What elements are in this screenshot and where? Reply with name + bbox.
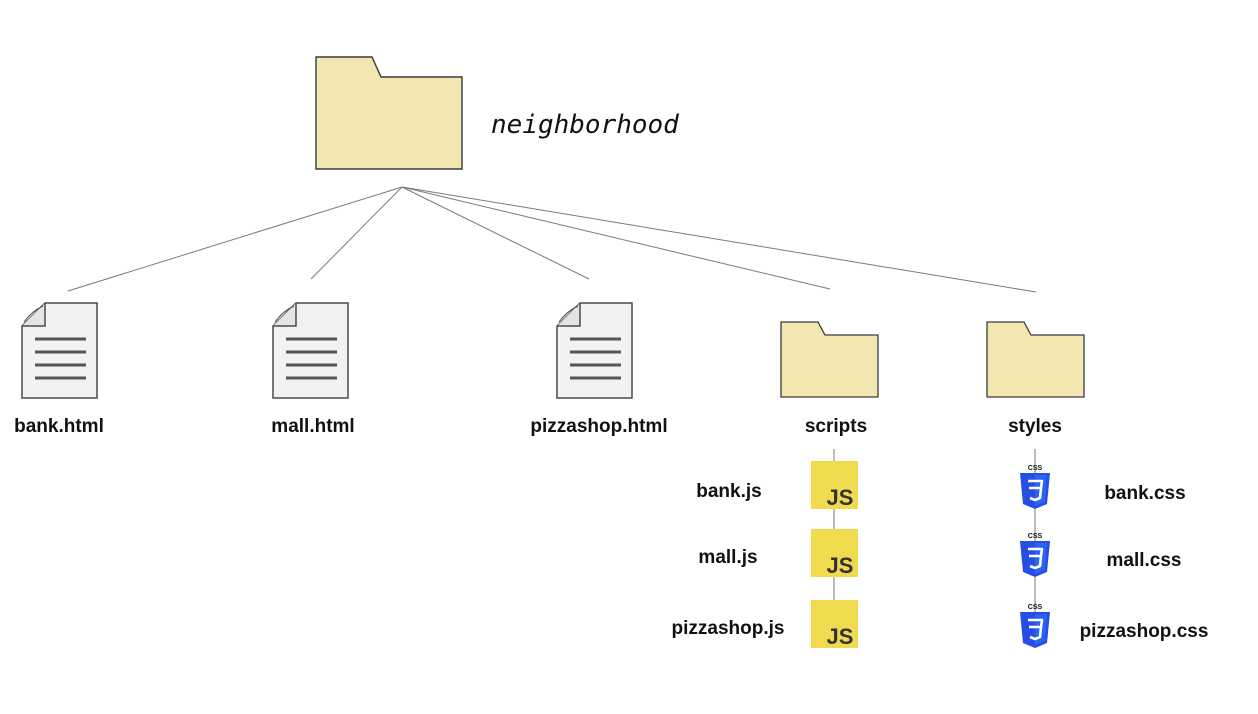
html-file-label: pizzashop.html	[530, 416, 667, 437]
js-file-label: bank.js	[696, 481, 761, 502]
document-icon	[272, 302, 349, 399]
svg-text:CSS: CSS	[1028, 533, 1043, 540]
folder-icon	[986, 321, 1085, 398]
js-icon: JS	[811, 461, 858, 510]
html-file-bank[interactable]: bank.html	[14, 302, 104, 437]
html-file-pizzashop[interactable]: pizzashop.html	[530, 302, 668, 437]
svg-text:CSS: CSS	[1028, 465, 1043, 472]
folder-icon	[780, 321, 879, 398]
root-folder-label: neighborhood	[491, 110, 679, 140]
folder-label: styles	[1008, 416, 1062, 437]
css3-shield-icon: CSS	[1020, 533, 1050, 577]
root-folder-icon	[315, 56, 463, 170]
connector-styles	[401, 186, 1037, 293]
css-file-label: bank.css	[1104, 483, 1185, 504]
document-icon	[21, 302, 98, 399]
scripts-folder[interactable]: scripts	[780, 321, 879, 437]
js-icon: JS	[811, 529, 858, 578]
root-folder[interactable]: neighborhood	[315, 56, 679, 170]
css3-shield-icon: CSS	[1020, 465, 1050, 509]
connector-bank-html	[67, 186, 403, 292]
html-file-label: mall.html	[271, 416, 354, 437]
connector-pizzashop-html	[401, 186, 590, 280]
connector-lines	[67, 186, 1037, 640]
html-file-label: bank.html	[14, 416, 104, 437]
html-file-mall[interactable]: mall.html	[271, 302, 355, 437]
css-file-bank[interactable]: CSS bank.css	[1020, 465, 1186, 509]
js-file-pizzashop[interactable]: JS pizzashop.js	[672, 600, 858, 649]
connector-scripts	[401, 186, 831, 290]
svg-text:JS: JS	[827, 553, 854, 578]
styles-folder[interactable]: styles	[986, 321, 1085, 437]
css-file-pizzashop[interactable]: CSS pizzashop.css	[1020, 604, 1208, 648]
js-icon: JS	[811, 600, 858, 649]
svg-text:JS: JS	[827, 485, 854, 510]
svg-text:CSS: CSS	[1028, 604, 1043, 611]
svg-text:JS: JS	[827, 624, 854, 649]
js-file-bank[interactable]: JS bank.js	[696, 461, 858, 510]
js-file-label: pizzashop.js	[672, 618, 785, 639]
css-file-label: mall.css	[1107, 550, 1182, 571]
js-file-mall[interactable]: JS mall.js	[698, 529, 858, 578]
document-icon	[556, 302, 633, 399]
folder-label: scripts	[805, 416, 867, 437]
connector-mall-html	[310, 186, 403, 280]
js-file-label: mall.js	[698, 547, 757, 568]
css-file-mall[interactable]: CSS mall.css	[1020, 533, 1182, 577]
css3-shield-icon: CSS	[1020, 604, 1050, 648]
css-file-label: pizzashop.css	[1080, 621, 1209, 642]
